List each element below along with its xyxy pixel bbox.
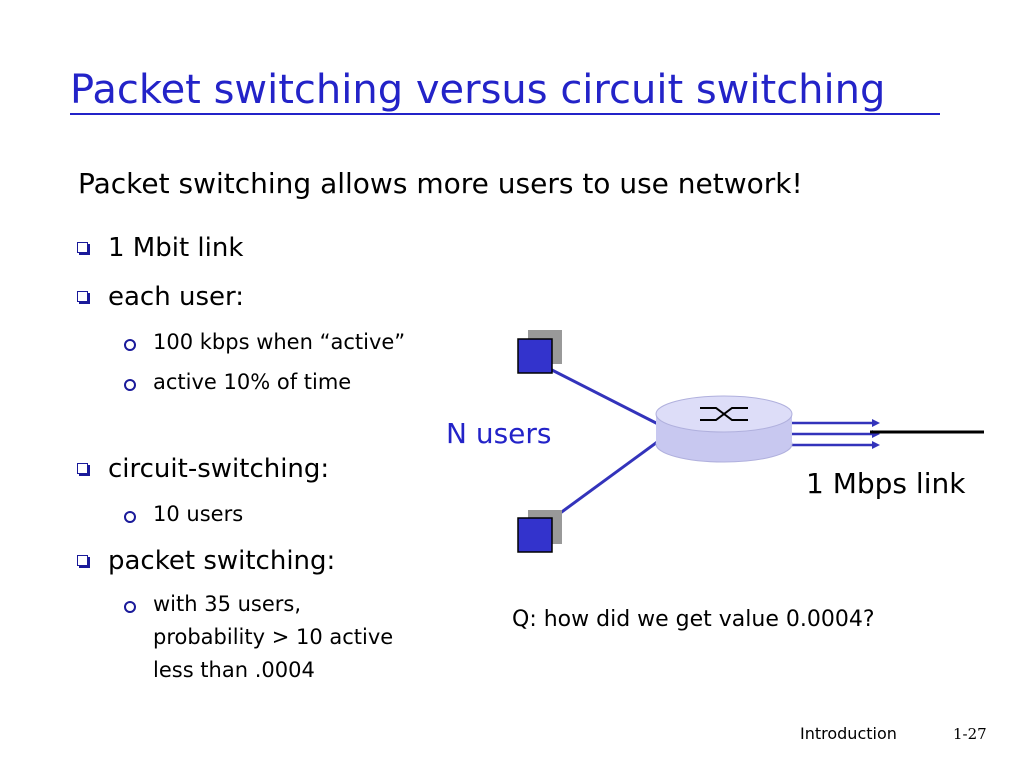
- title-underline: [70, 113, 940, 115]
- question-text: Q: how did we get value 0.0004?: [512, 607, 875, 632]
- square-bullet-icon: [77, 555, 88, 566]
- bullet-packet-switching: packet switching:: [108, 546, 336, 576]
- slide-title: Packet switching versus circuit switchin…: [70, 67, 886, 113]
- bullet-circuit-switching: circuit-switching:: [108, 454, 330, 484]
- bullet-circuit-users: 10 users: [153, 502, 244, 526]
- router-icon: [655, 395, 793, 463]
- bullet-packet-line-1: with 35 users,: [153, 592, 302, 616]
- host-icon: [517, 510, 562, 553]
- bullet-active-rate: 100 kbps when “active”: [153, 330, 406, 354]
- slide-subtitle: Packet switching allows more users to us…: [78, 167, 803, 200]
- n-users-label: N users: [446, 417, 552, 450]
- footer-label: Introduction: [800, 724, 897, 743]
- square-bullet-icon: [77, 463, 88, 474]
- host-link-bottom: [547, 438, 661, 524]
- ring-bullet-icon: [124, 339, 136, 351]
- ring-bullet-icon: [124, 601, 136, 613]
- bullet-link: 1 Mbit link: [108, 233, 244, 263]
- host-icon: [517, 330, 562, 374]
- flow-arrow-3: [872, 441, 880, 449]
- bullet-each-user: each user:: [108, 282, 244, 312]
- ring-bullet-icon: [124, 511, 136, 523]
- ring-bullet-icon: [124, 379, 136, 391]
- flow-arrow-1: [872, 419, 880, 427]
- bullet-packet-line-2: probability > 10 active: [153, 625, 394, 649]
- page-number: 1-27: [953, 725, 987, 743]
- square-bullet-icon: [77, 242, 88, 253]
- host-link-top: [547, 366, 661, 427]
- square-bullet-icon: [77, 291, 88, 302]
- link-label: 1 Mbps link: [806, 467, 966, 500]
- bullet-packet-line-3: less than .0004: [153, 658, 315, 682]
- bullet-active-time: active 10% of time: [153, 370, 352, 394]
